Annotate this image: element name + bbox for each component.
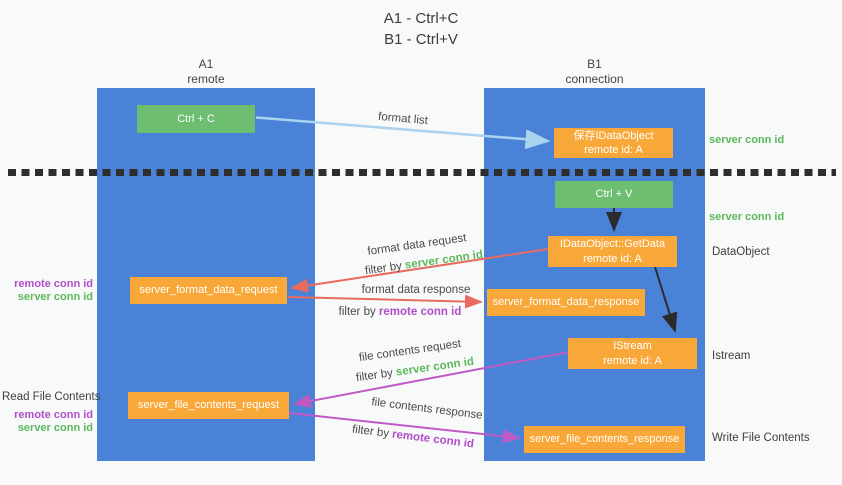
istream-line1: IStream [613, 340, 652, 353]
column-a1-role: remote [187, 72, 225, 86]
read-file-contents-annotations: Read File Contents remote conn id server… [2, 391, 101, 435]
server-format-data-response-box: server_format_data_response [487, 289, 645, 316]
server-format-data-request-box: server_format_data_request [130, 277, 287, 304]
remote-conn-id-annotation: remote conn id [14, 408, 93, 421]
getdata-line2: remote id: A [583, 252, 642, 265]
diagram-title: A1 - Ctrl+C B1 - Ctrl+V [0, 8, 842, 50]
ctrl-v-box: Ctrl + V [555, 181, 673, 208]
format-request-conn-ids: remote conn id server conn id [2, 278, 93, 304]
server-conn-id-annotation: server conn id [17, 421, 93, 434]
arrow-file-contents-response [288, 412, 521, 444]
dataobject-annotation: DataObject [712, 246, 770, 258]
arrow-getdata-to-istream [654, 266, 678, 333]
column-b1-name: B1 [587, 57, 602, 71]
save-idataobject-line2: remote id: A [584, 144, 643, 156]
getdata-line1: IDataObject::GetData [559, 238, 666, 251]
server-conn-id-annotation: server conn id [17, 291, 93, 304]
ctrl-c-box: Ctrl + C [137, 105, 255, 133]
istream-line2: remote id: A [603, 354, 662, 367]
remote-conn-id-annotation: remote conn id [14, 278, 93, 290]
filter-by-text: filter by [338, 306, 379, 318]
arrow-format-data-request [290, 248, 549, 293]
diagram-title-line2: B1 - Ctrl+V [384, 31, 458, 48]
arrow-format-data-response [287, 294, 483, 309]
column-b1-header: B1 connection [484, 57, 705, 87]
column-b1-role: connection [565, 72, 624, 86]
write-file-contents-label: Write File Contents [712, 432, 810, 444]
getdata-box: IDataObject::GetData remote id: A [548, 236, 677, 267]
read-file-contents-label: Read File Contents [2, 391, 101, 403]
diagram-title-line1: A1 - Ctrl+C [383, 10, 459, 27]
istream-annotation: Istream [712, 350, 751, 362]
istream-box: IStream remote id: A [568, 338, 697, 369]
copy-server-conn-id-annotation: server conn id [709, 134, 785, 146]
save-idataobject-box: 保存IDataObject remote id: A [554, 128, 673, 158]
paste-server-conn-id-annotation: server conn id [709, 211, 785, 223]
save-idataobject-line1: 保存IDataObject [573, 129, 654, 142]
server-file-contents-response-box: server_file_contents_response [524, 426, 685, 453]
column-a1-name: A1 [198, 57, 214, 71]
server-file-contents-request-box: server_file_contents_request [128, 392, 289, 419]
remote-conn-id-text: remote conn id [378, 306, 462, 318]
column-a1-header: A1 remote [97, 57, 315, 87]
format-data-response-label: format data response [361, 284, 471, 296]
format-data-response-filter-label: filter by remote conn id [339, 306, 462, 318]
arrow-file-contents-request [293, 351, 570, 408]
phase-divider-dotted-line [8, 169, 836, 176]
arrow-format-list [255, 116, 551, 150]
